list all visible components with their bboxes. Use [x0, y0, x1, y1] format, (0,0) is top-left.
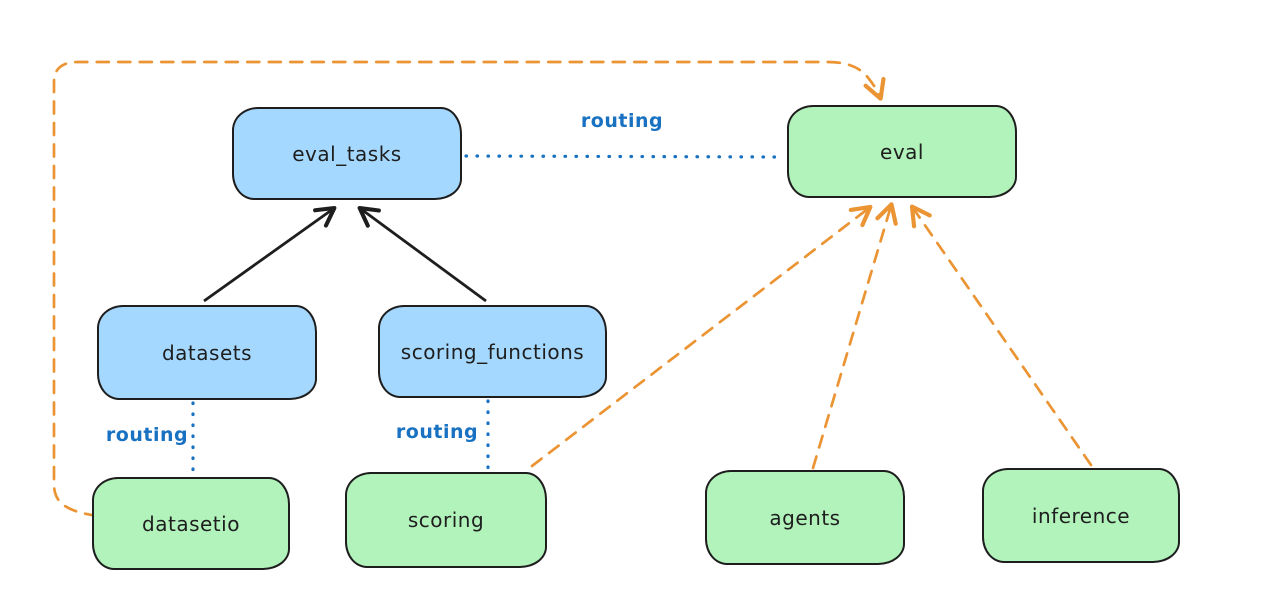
- edge-datasetio-to-eval: [52, 60, 886, 518]
- node-datasetio-label: datasetio: [142, 511, 240, 536]
- edge-label-routing-datasets-datasetio: routing: [105, 424, 189, 446]
- edge-agents-to-eval: [811, 202, 898, 470]
- node-inference: inference: [982, 468, 1180, 563]
- node-datasets-label: datasets: [161, 340, 253, 365]
- node-eval-label: eval: [880, 139, 924, 164]
- node-datasetio: datasetio: [92, 477, 290, 570]
- node-eval-tasks-label: eval_tasks: [292, 141, 402, 166]
- node-eval-tasks: eval_tasks: [232, 107, 462, 200]
- edge-eval-tasks-to-eval-routing: [464, 154, 785, 159]
- node-eval: eval: [787, 105, 1017, 198]
- edge-scoring-functions-to-eval-tasks: [357, 205, 487, 303]
- edge-inference-to-eval: [909, 204, 1093, 467]
- edge-label-routing-eval-tasks-eval: routing: [580, 110, 664, 132]
- edge-datasets-to-eval-tasks: [203, 205, 337, 303]
- edge-scoring-to-eval: [530, 204, 873, 468]
- edge-label-routing-scoring-functions-scoring: routing: [395, 421, 479, 443]
- node-scoring: scoring: [345, 472, 547, 568]
- node-datasets: datasets: [97, 305, 317, 400]
- node-agents-label: agents: [769, 505, 841, 530]
- node-scoring-label: scoring: [407, 508, 485, 532]
- node-agents: agents: [705, 470, 905, 565]
- node-scoring-functions: scoring_functions: [378, 305, 607, 398]
- node-inference-label: inference: [1031, 503, 1131, 528]
- node-scoring-functions-label: scoring_functions: [400, 339, 585, 364]
